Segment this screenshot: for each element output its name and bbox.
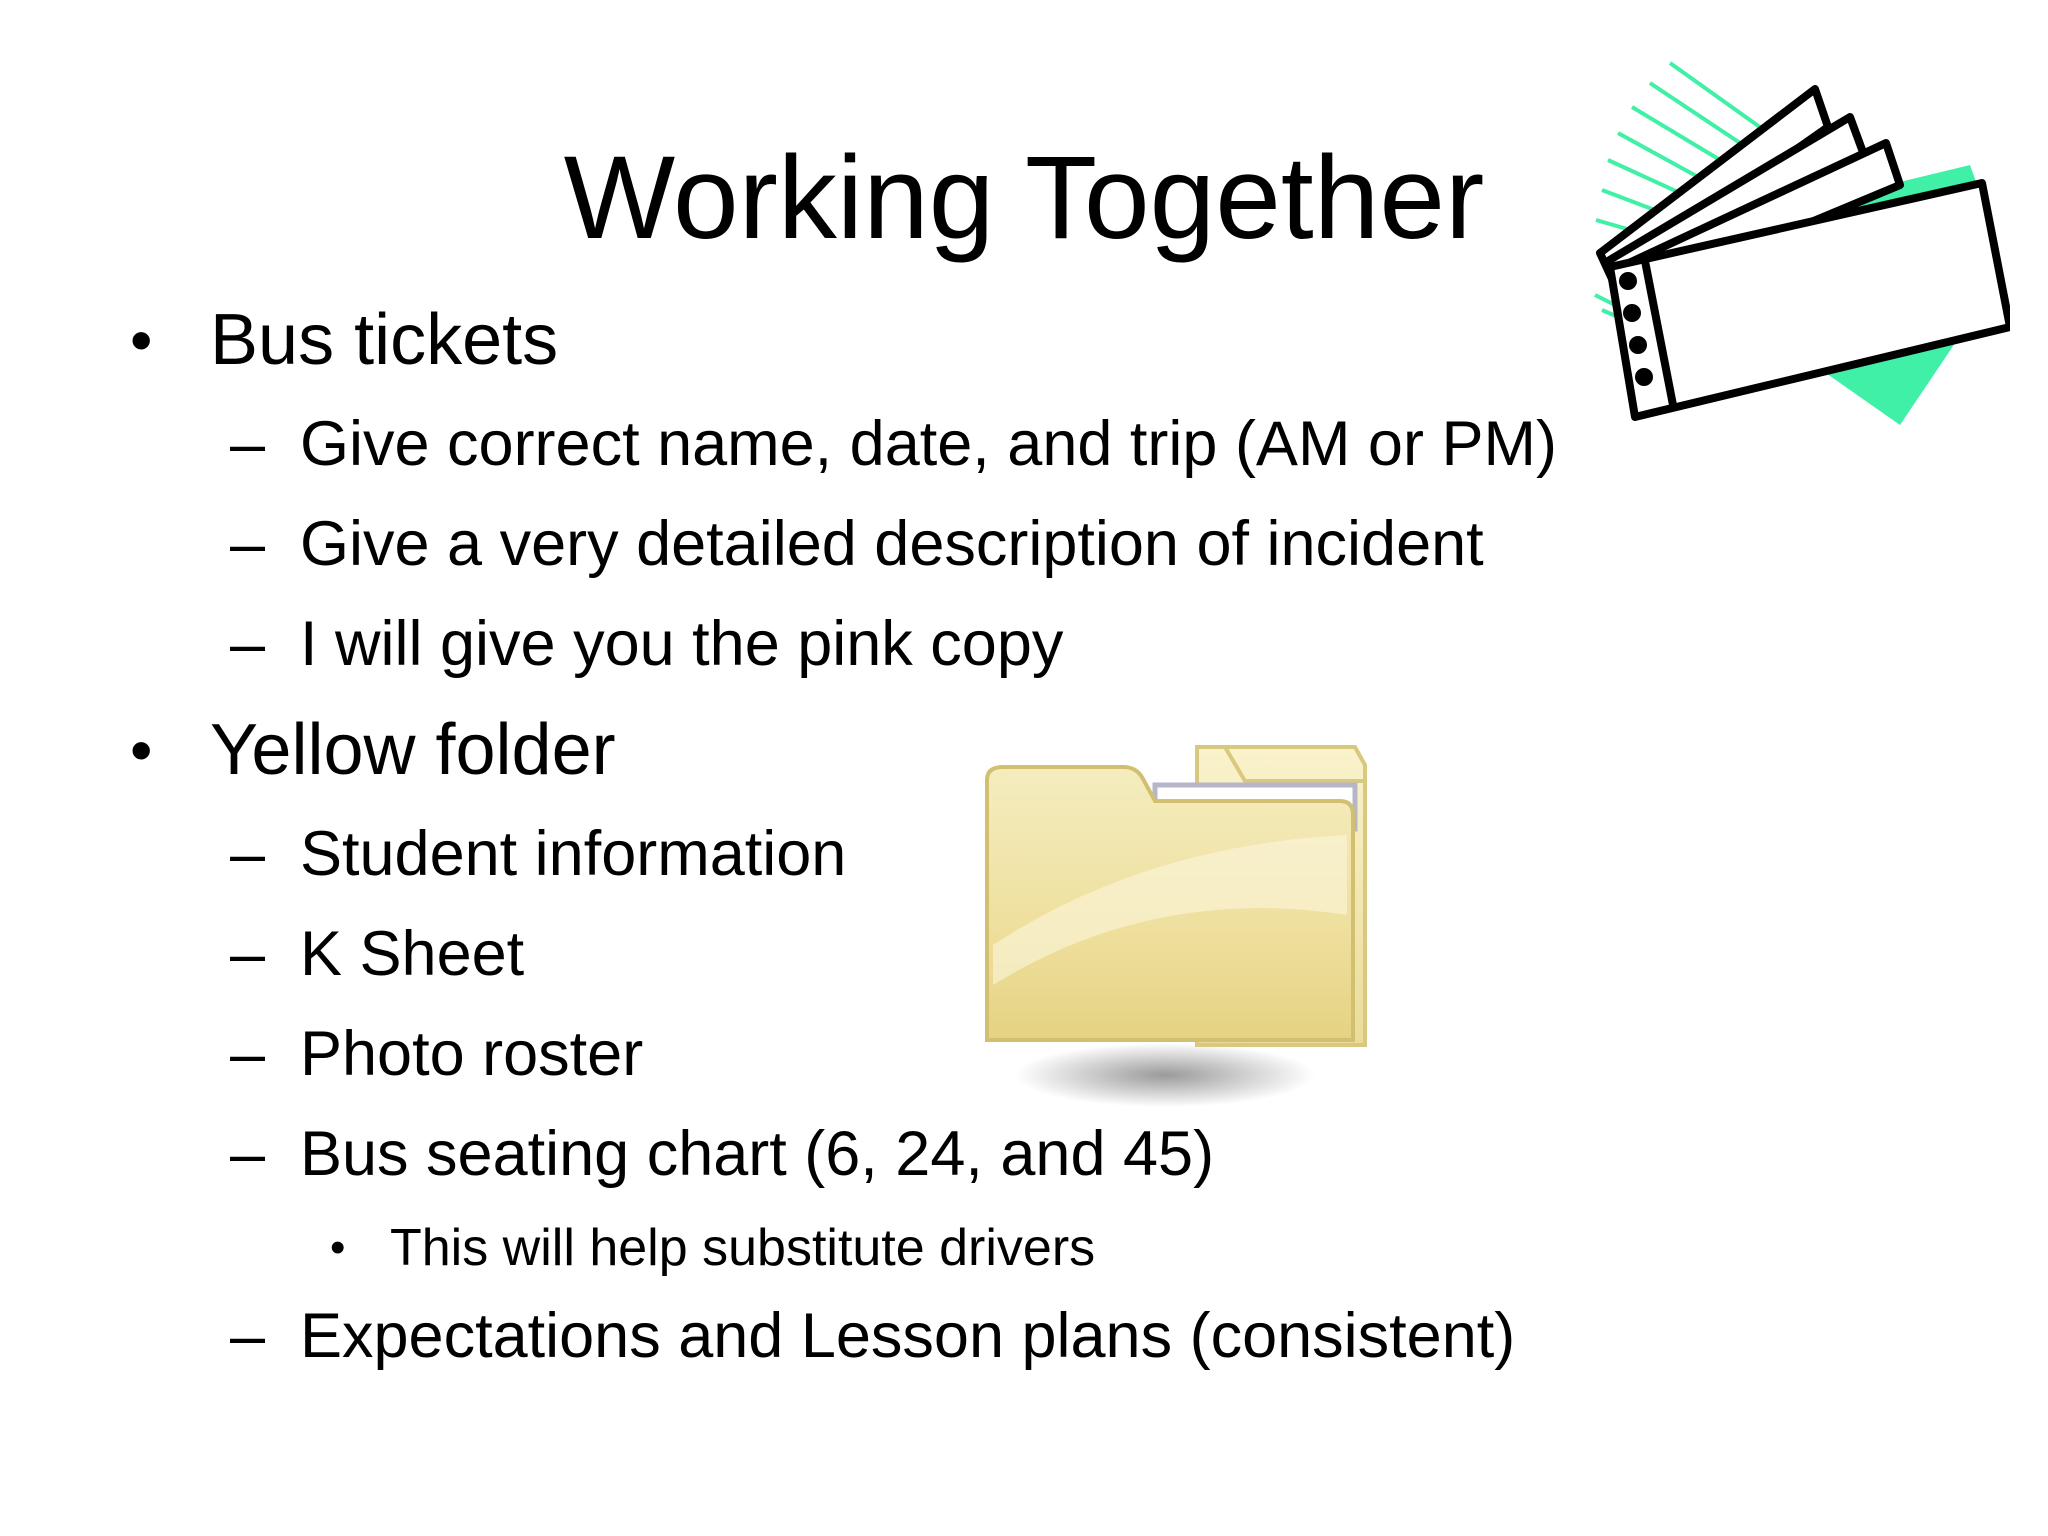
folder-icon [985,745,1367,1107]
section-heading: Bus tickets [210,300,559,380]
ticket-perforation-line [1641,260,1677,406]
sub-list-item-text: This will help substitute drivers [390,1219,1096,1277]
slide-title: Working Together [563,132,1485,264]
ticket-holes [1619,272,1653,386]
dash-marker: – [230,819,266,889]
dash-marker: – [230,919,266,989]
folder-highlight [993,835,1347,985]
list-item-text: Bus seating chart (6, 24, and 45) [300,1119,1215,1189]
section-heading: Yellow folder [210,710,616,790]
list-item-text: Give correct name, date, and trip (AM or… [300,409,1557,479]
dash-marker: – [230,609,266,679]
folder-shadow [1015,1043,1315,1107]
list-item-text: K Sheet [300,919,525,989]
list-item-text: Photo roster [300,1019,644,1089]
dash-marker: – [230,409,266,479]
bullet-marker: • [330,1223,346,1272]
dash-marker: – [230,1301,266,1371]
bullet-marker: • [130,304,153,376]
bullet-marker: • [130,714,153,786]
list-item-text: Give a very detailed description of inci… [300,509,1484,579]
tickets-icon [1594,61,2010,425]
ticket-stack [1596,85,2010,421]
list-item-text: Expectations and Lesson plans (consisten… [300,1301,1516,1371]
dash-marker: – [230,1019,266,1089]
list-item-text: I will give you the pink copy [300,609,1064,679]
dash-marker: – [230,1119,266,1189]
dash-marker: – [230,509,266,579]
list-item-text: Student information [300,819,847,889]
